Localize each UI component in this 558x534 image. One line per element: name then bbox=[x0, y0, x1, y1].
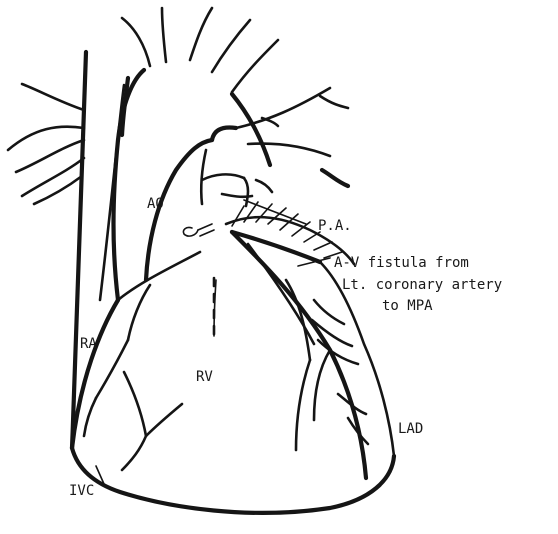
label-av-fistula-line3: to MPA bbox=[382, 298, 433, 314]
label-ivc: IVC bbox=[69, 483, 94, 499]
heart-outline bbox=[72, 232, 394, 513]
superior-vena-cava bbox=[72, 52, 128, 448]
pulmonary-artery bbox=[201, 88, 348, 206]
label-rv: RV bbox=[196, 369, 213, 385]
label-ao: AO bbox=[147, 196, 164, 212]
label-pa: P.A. bbox=[318, 218, 352, 234]
label-lad: LAD bbox=[398, 421, 423, 437]
label-ra: RA bbox=[80, 336, 97, 352]
label-av-fistula-line2: Lt. coronary artery bbox=[342, 277, 502, 293]
coronary-ostium-marks bbox=[183, 224, 214, 236]
pulmonary-vein-branches bbox=[8, 84, 84, 204]
label-av-fistula-line1: A-V fistula from bbox=[334, 255, 469, 271]
